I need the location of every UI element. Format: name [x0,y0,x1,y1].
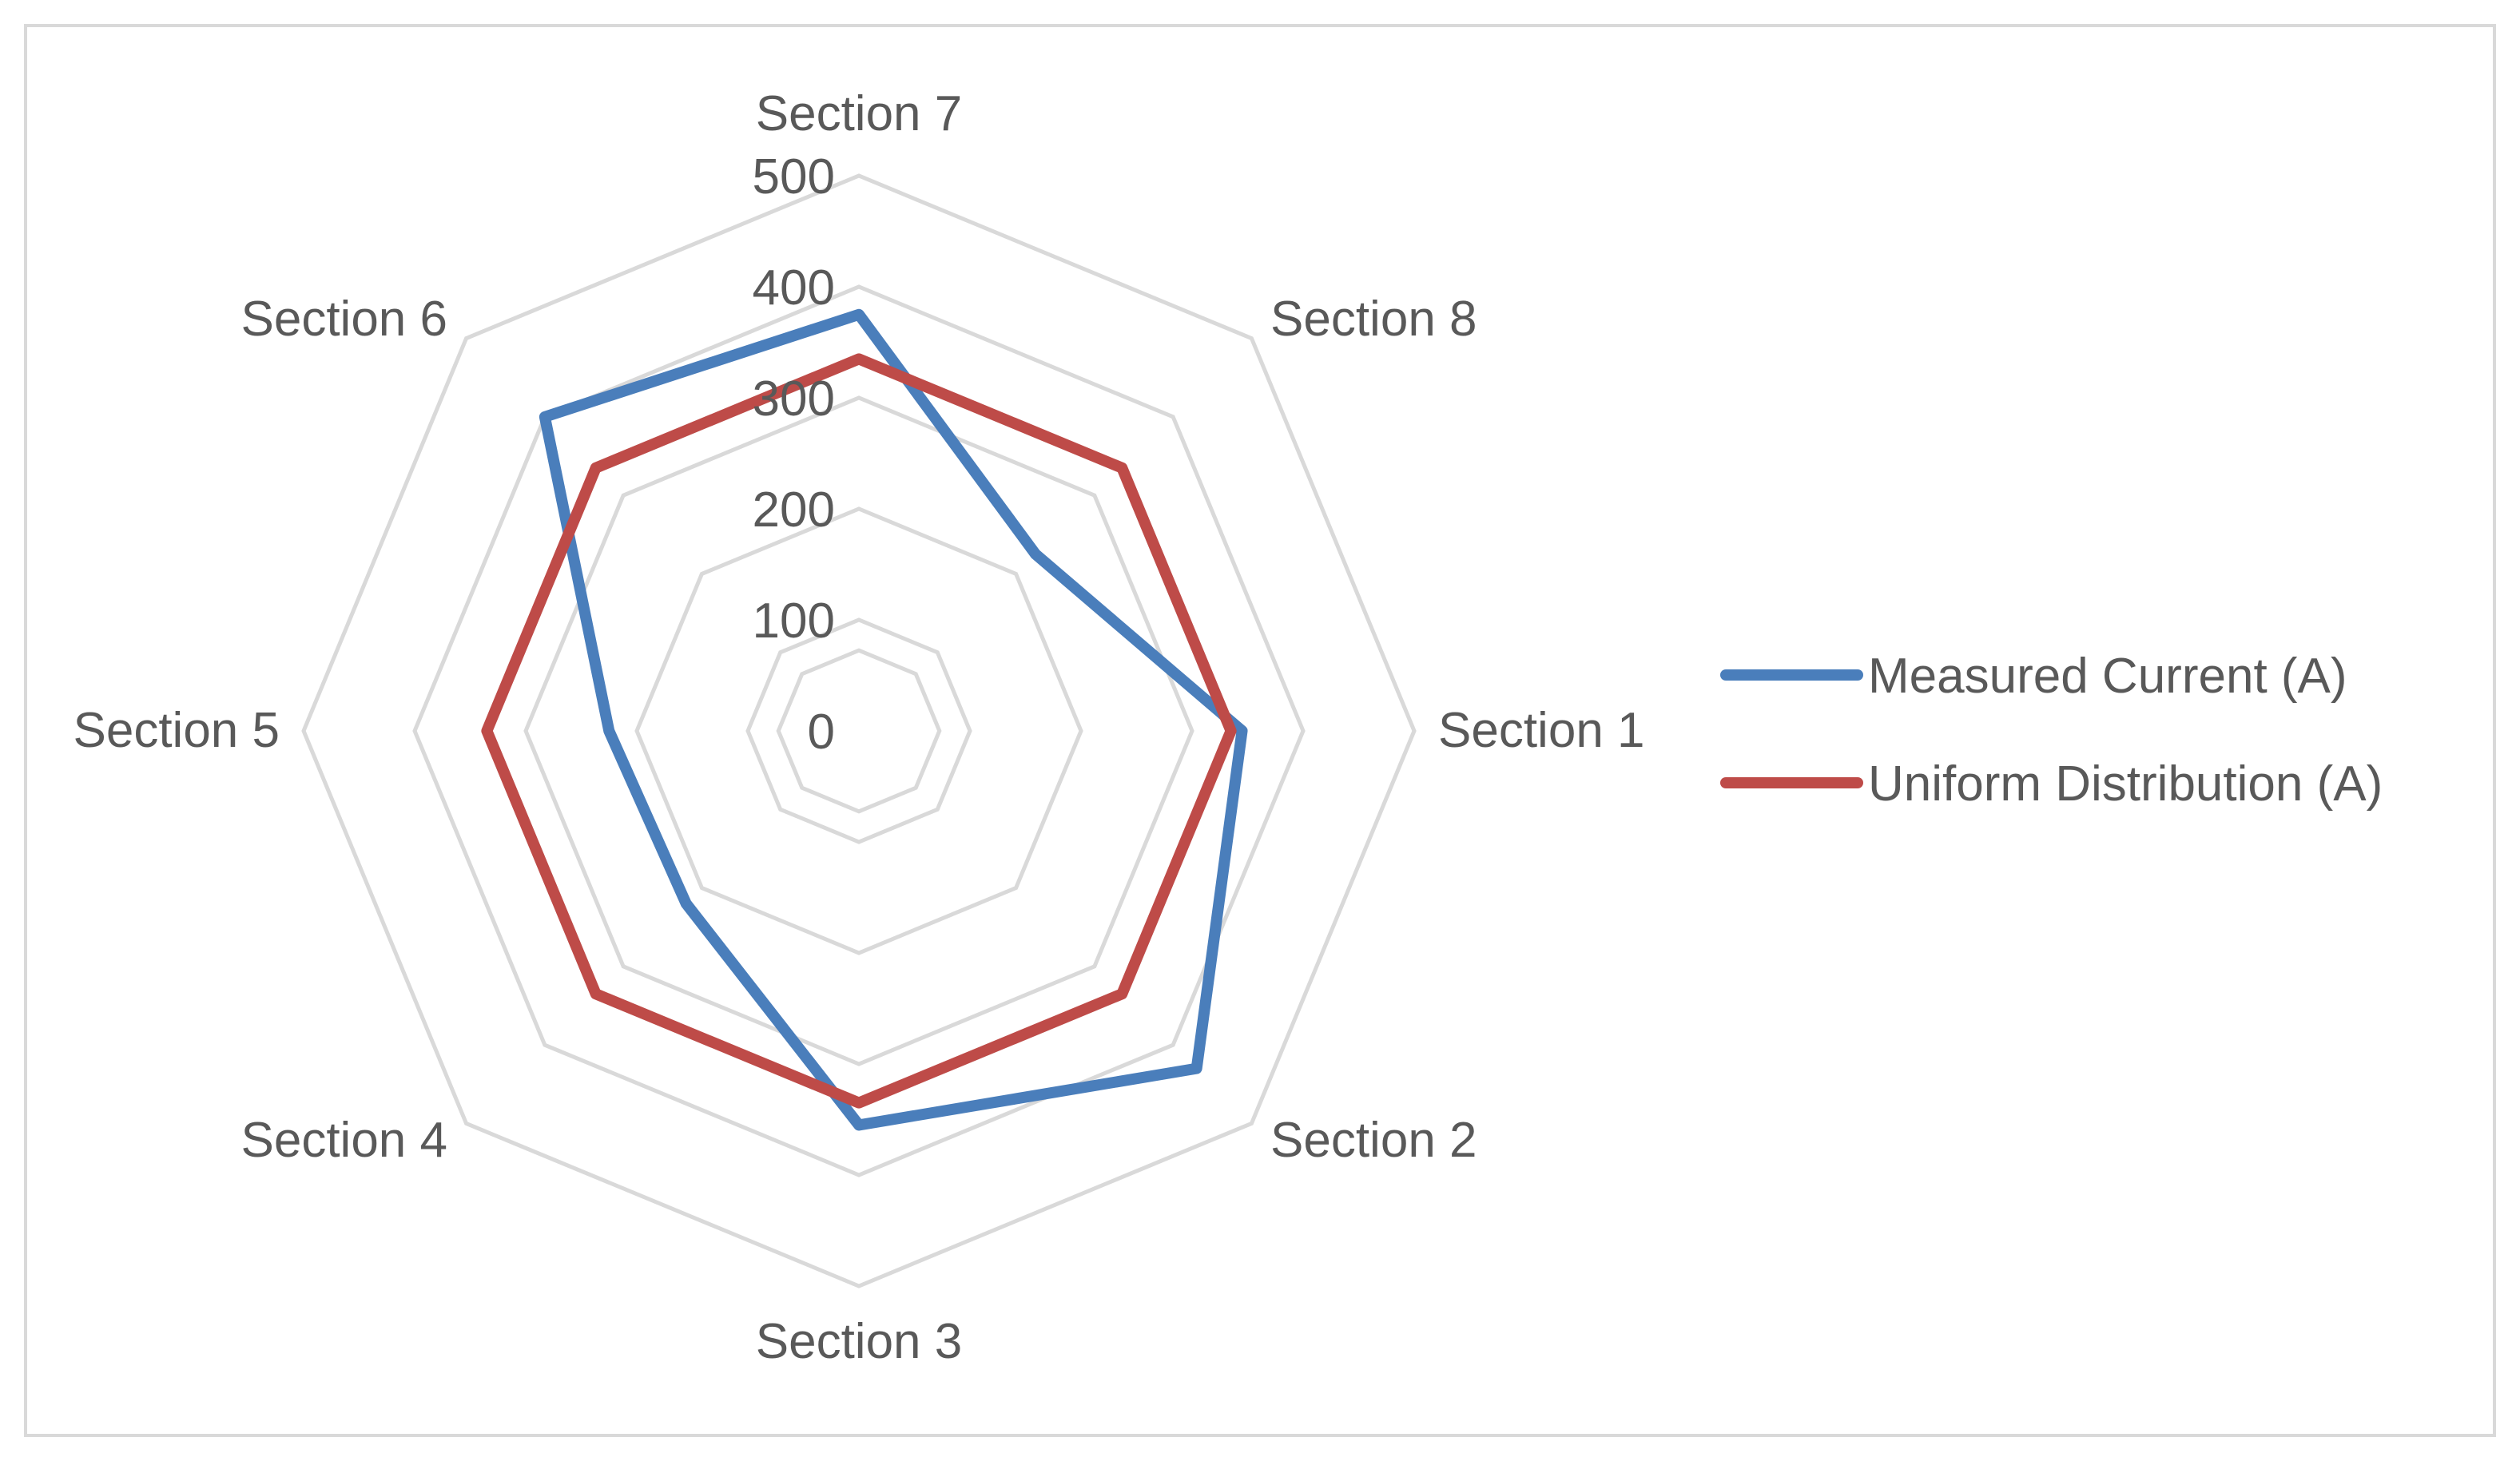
tick-label-500: 500 [753,149,835,204]
grid-ring-500 [301,173,1417,1288]
tick-label-200: 200 [753,482,835,538]
category-label-7: Section 7 [756,86,963,141]
tick-label-0: 0 [808,705,835,760]
tick-label-100: 100 [753,594,835,649]
grid-layer [301,173,1417,1288]
grid-ring-0 [776,648,942,814]
chart-frame [24,24,2496,1437]
series-line-0 [539,308,1248,1131]
grid-ring-300 [523,395,1194,1066]
category-label-8: Section 8 [1270,292,1477,347]
grid-ring-100 [745,617,972,844]
legend-label-0: Measured Current (A) [1868,649,2347,704]
tick-label-300: 300 [753,371,835,427]
series-layer [481,308,1248,1131]
category-label-2: Section 2 [1270,1113,1477,1168]
category-label-5: Section 5 [73,703,280,758]
legend: Measured Current (A) Uniform Distribution… [1720,649,2383,812]
category-label-6: Section 6 [240,292,447,347]
category-label-layer: Section 1 Section 2 Section 3 Section 4 Sect… [73,86,1644,1369]
tick-label-layer: 0 100 200 300 400 500 [753,149,835,760]
grid-ring-200 [634,506,1083,955]
series-line-1 [481,353,1237,1109]
legend-label-1: Uniform Distribution (A) [1868,756,2383,812]
tick-label-400: 400 [753,260,835,316]
category-label-1: Section 1 [1438,703,1645,758]
category-label-3: Section 3 [756,1314,963,1369]
category-label-4: Section 4 [240,1113,447,1168]
